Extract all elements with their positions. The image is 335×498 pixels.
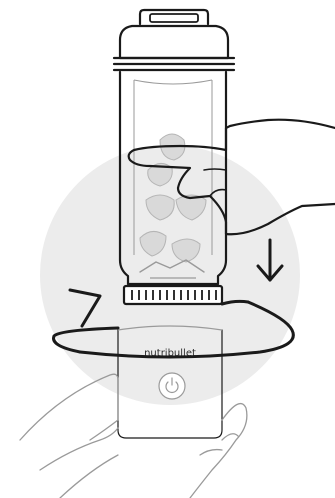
background-circle [40,145,300,405]
blade-assembly [139,259,205,279]
power-icon [165,377,179,393]
top-hand [127,118,335,236]
blender-cup [112,8,236,306]
power-button[interactable] [158,372,186,400]
fruit-contents [139,133,207,263]
threaded-collar [122,284,224,306]
cap-handle-slot [149,13,199,23]
brand-label: nutribullet [144,348,196,359]
rotation-arrow-icon [52,288,295,359]
motor-base: nutribullet [117,325,223,439]
collar-ridges [131,290,217,300]
bottom-hand [19,373,248,498]
arrow-down-icon [256,238,284,282]
